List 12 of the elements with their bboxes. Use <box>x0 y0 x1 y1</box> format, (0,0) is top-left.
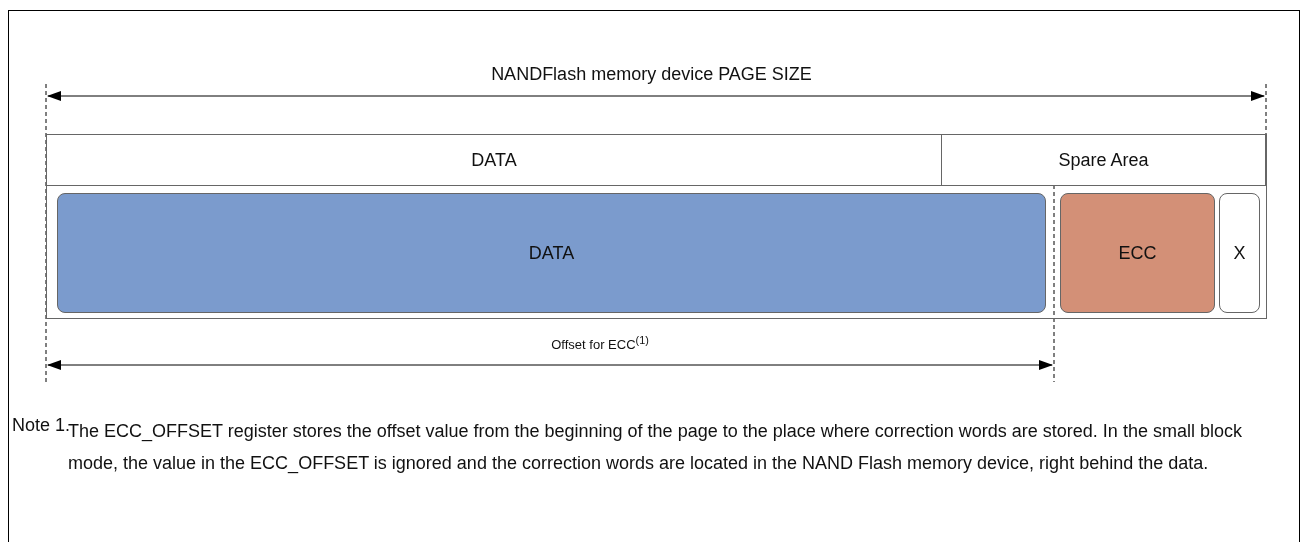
data-region <box>57 193 1046 313</box>
dimension-label: Offset for ECC$^{(1)}$ <box>551 337 649 353</box>
unused-region <box>1219 193 1260 313</box>
region-label: ECC <box>1118 242 1157 264</box>
dimension-label: NANDFlash memory device PAGE SIZE <box>491 64 812 84</box>
region-label: X <box>1233 242 1246 264</box>
region-label: Spare Area <box>1058 149 1149 171</box>
header-cell <box>941 134 1266 186</box>
region-label: DATA <box>471 149 517 171</box>
region-label: DATA <box>528 242 575 264</box>
note-text: The ECC_OFFSET register stores the offset value from the beginning of the page to the place where correction words are stored. In the small block mode, the value in the ECC_OFFSET is ignored and the correction words are located in the NAND Flash memory device, right behind the data. <box>68 421 1243 476</box>
ecc-region <box>1060 193 1215 313</box>
